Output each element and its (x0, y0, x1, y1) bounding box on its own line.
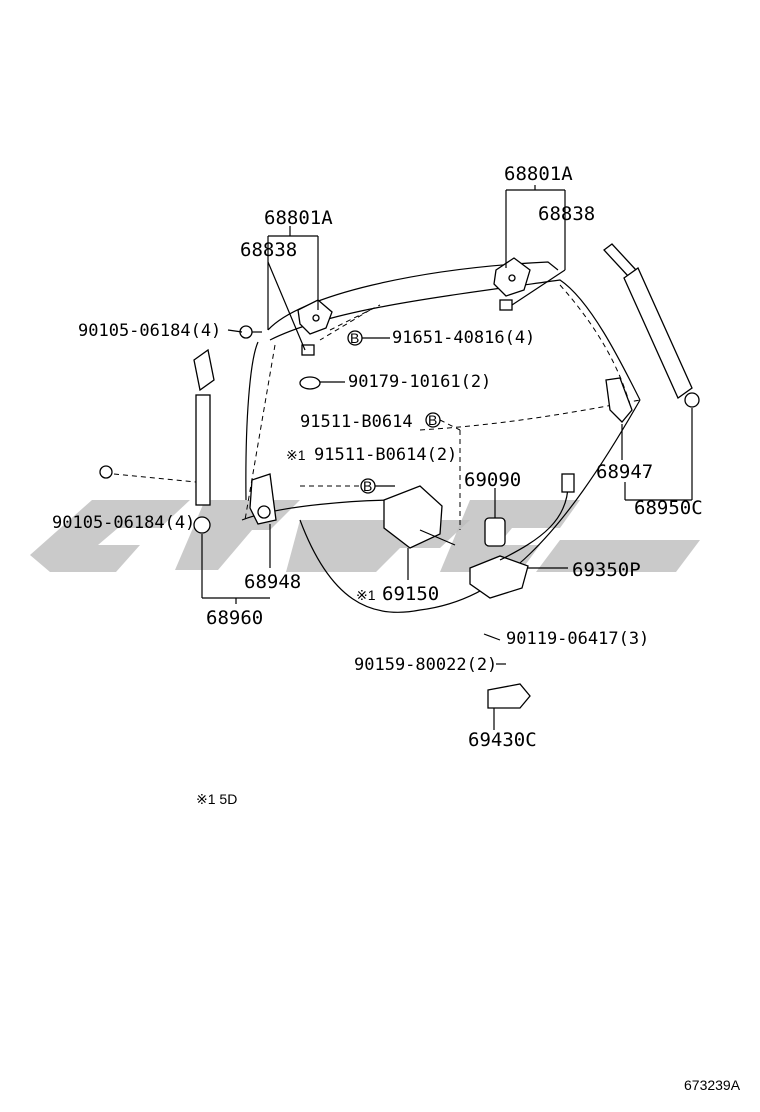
label-nut-hinge: 91651-40816(4) (392, 328, 535, 348)
bolt-symbol-letter: B (350, 330, 359, 346)
label-actuator: 69150 (382, 583, 439, 605)
bumper-part (484, 517, 506, 547)
actuator-part (383, 485, 456, 549)
label-strut-right: 68950C (634, 497, 703, 519)
clip-trim (299, 376, 321, 390)
label-screw-2-mark: ※1 (286, 447, 306, 463)
label-hinge-left: 68801A (264, 207, 333, 229)
label-striker: 69430C (468, 729, 537, 751)
label-bolt-left-bottom: 90105-06184(4) (52, 513, 195, 533)
label-hinge-left-sub: 68838 (240, 239, 297, 261)
strut-bracket-right (605, 377, 633, 423)
label-bracket-left: 68948 (244, 571, 301, 593)
bolt-symbol-2: B (425, 412, 441, 428)
strut-left (193, 348, 215, 534)
label-actuator-mark: ※1 (356, 587, 376, 603)
label-hinge-right: 68801A (504, 163, 573, 185)
label-screw-4: 90159-80022(2) (354, 655, 497, 675)
bolt-symbol-letter: B (363, 478, 372, 494)
label-clip-trim: 90179-10161(2) (348, 372, 491, 392)
label-screw-2: 91511-B0614(2) (314, 445, 457, 465)
bolt-symbol-1: B (347, 330, 363, 346)
striker-part (487, 683, 531, 709)
label-lock-assy: 69350P (572, 559, 641, 581)
hinge-right (493, 257, 531, 311)
label-hinge-right-sub: 68838 (538, 203, 595, 225)
bolt-symbol-3: B (360, 478, 376, 494)
footnote: ※1 5D (196, 791, 237, 807)
lock-assembly (469, 473, 575, 599)
bolt-symbol-letter: B (428, 412, 437, 428)
label-bolt-left-top: 90105-06184(4) (78, 321, 221, 341)
bolt-left-top (239, 325, 262, 339)
bracket-left (249, 473, 277, 525)
bolt-left-bottom (99, 465, 197, 483)
label-strut-left: 68960 (206, 607, 263, 629)
diagram-id: 673239A (684, 1077, 741, 1093)
label-bumper: 69090 (464, 469, 521, 491)
strut-right (603, 243, 700, 408)
label-strut-bracket-right: 68947 (596, 461, 653, 483)
label-screw-1: 91511-B0614 (300, 412, 413, 432)
leader-lines (201, 185, 693, 730)
label-screw-3: 90119-06417(3) (506, 629, 649, 649)
